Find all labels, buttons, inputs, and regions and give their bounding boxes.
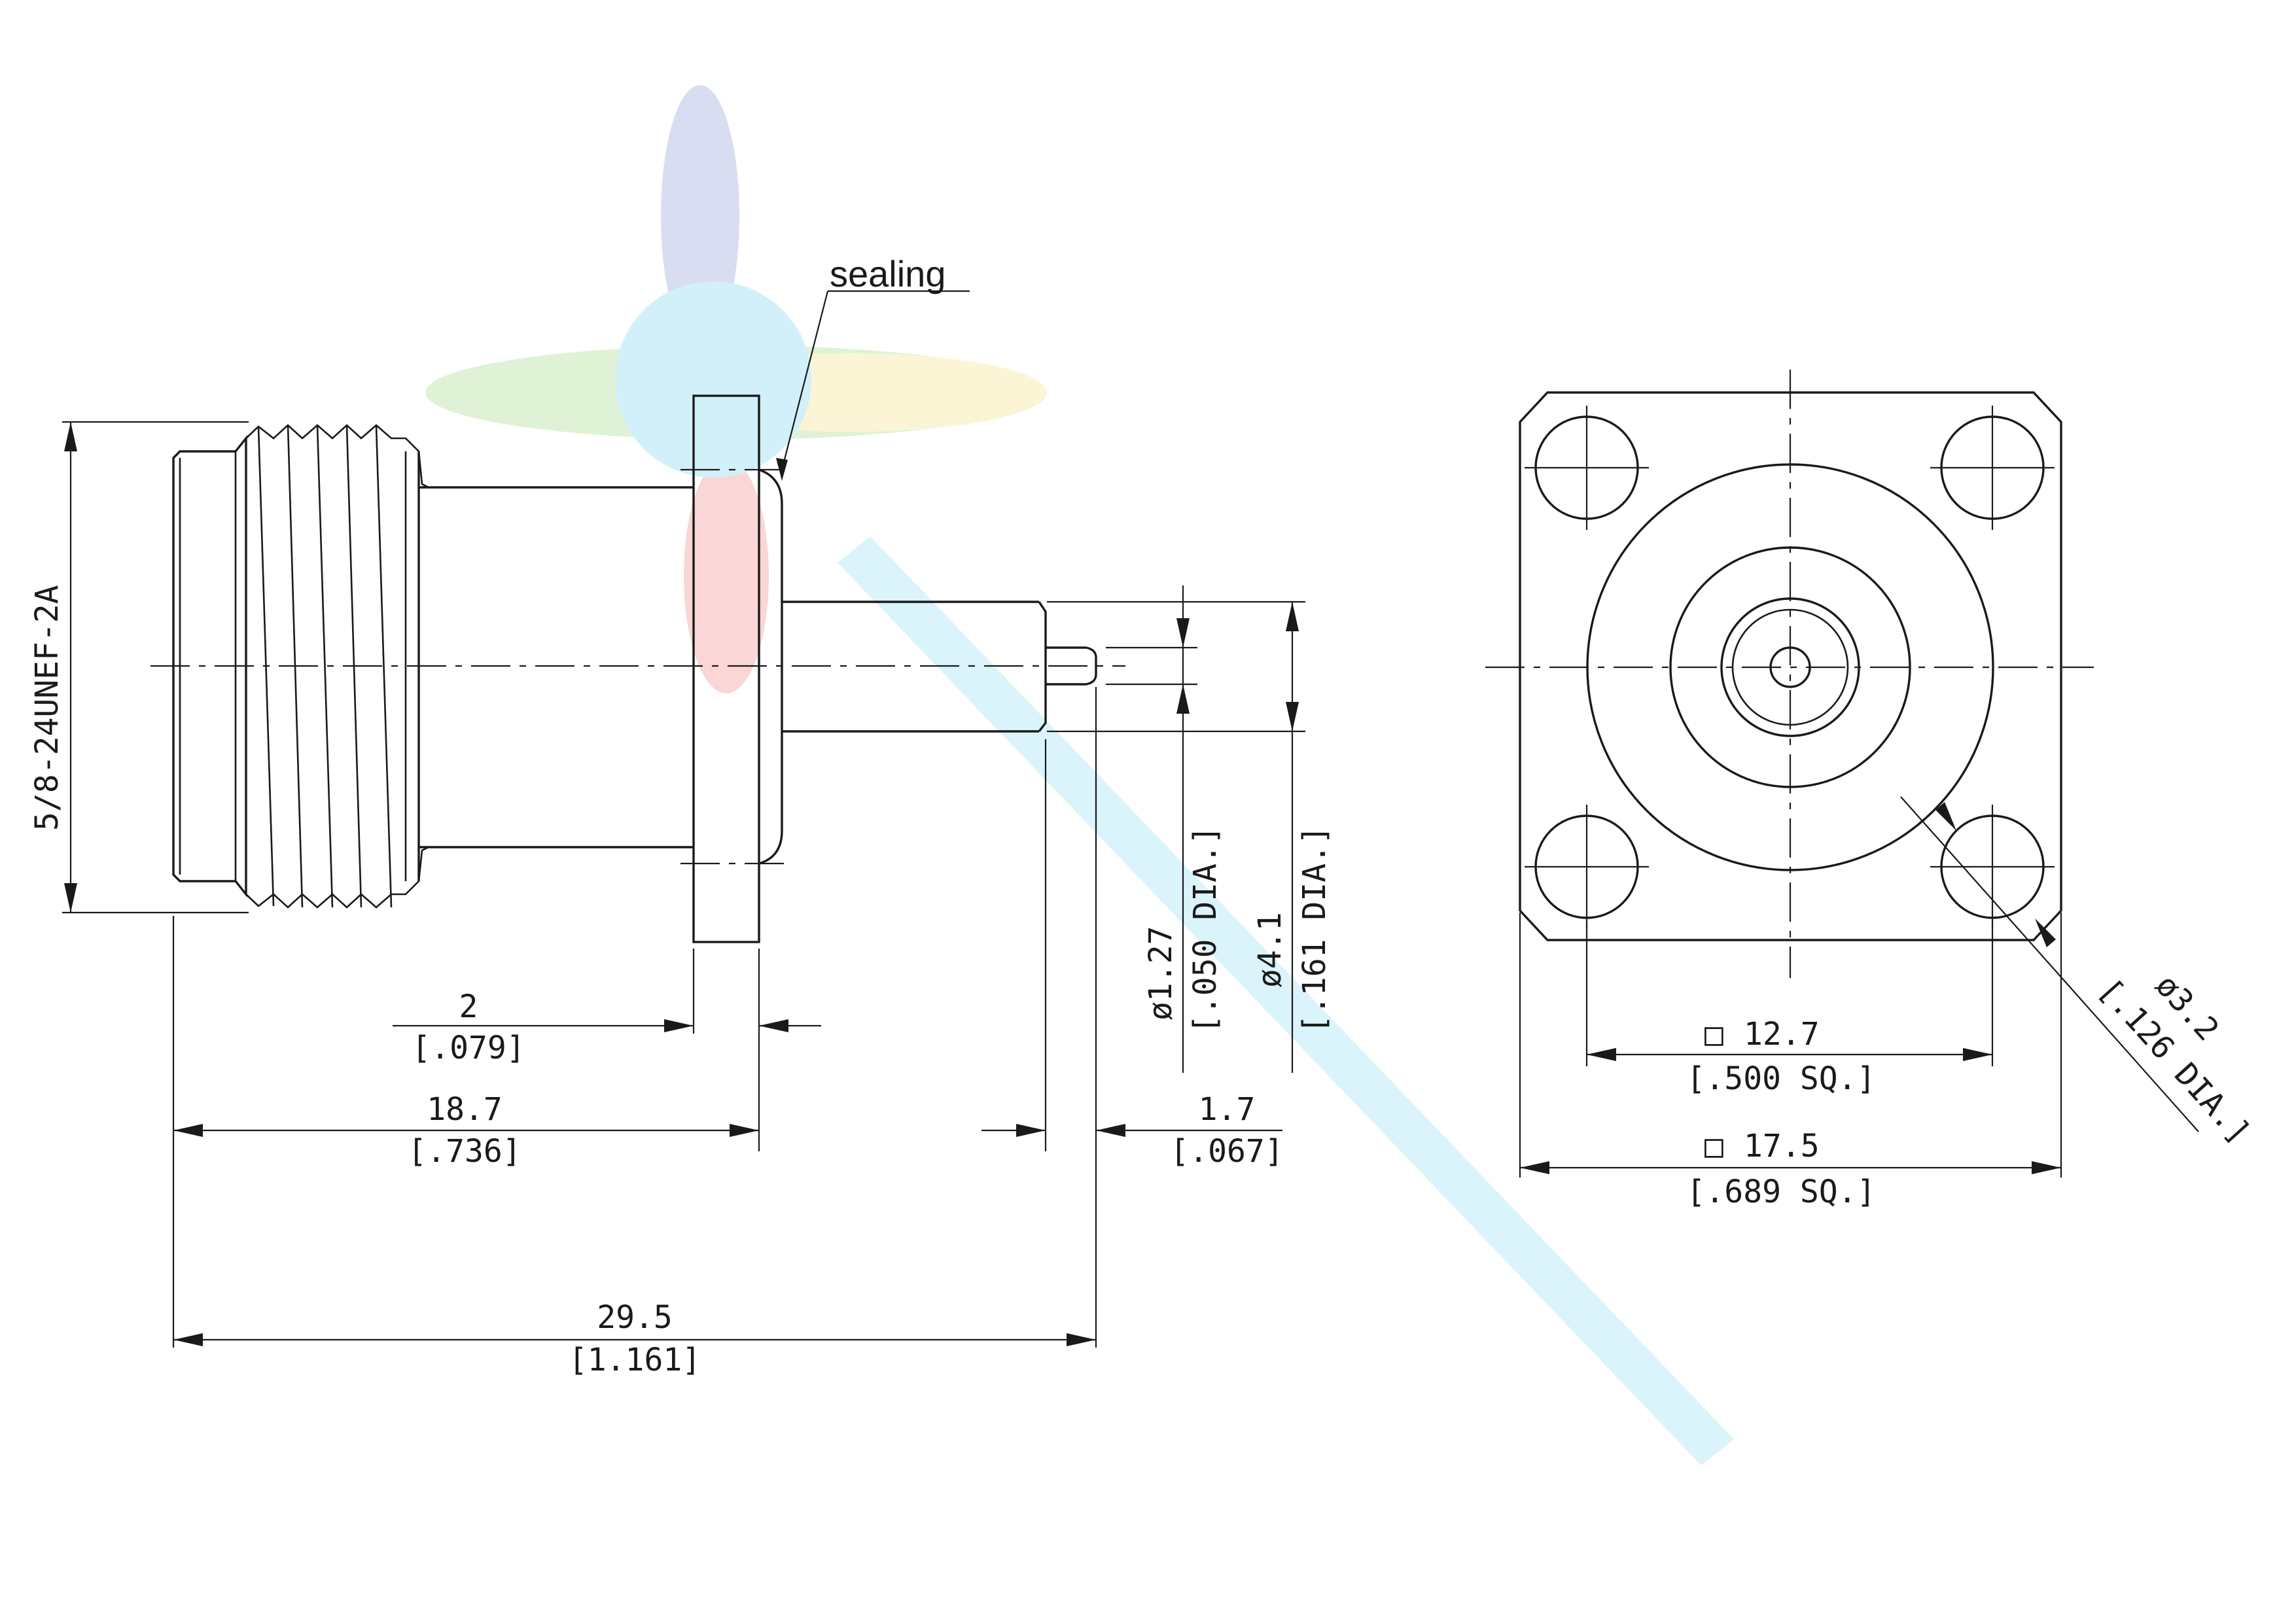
flange-thickness-mm: 2 xyxy=(459,988,478,1025)
hole-spacing-dimension: □ 12.7 [.500 SQ.] xyxy=(1587,1016,1992,1097)
thread-spec-label: 5/8-24UNEF-2A xyxy=(29,585,65,831)
flange-thickness-dimension: 2 [.079] xyxy=(393,988,821,1066)
insulator-diameter-mm: ø4.1 xyxy=(1252,912,1288,988)
socket-outer-circle xyxy=(1720,597,1860,737)
flange-size-inch: [.689 SQ.] xyxy=(1687,1174,1876,1210)
body-length-dimension: 18.7 [.736] xyxy=(173,1091,759,1170)
pin-sleeve xyxy=(782,601,1047,733)
flange-size-dimension: □ 17.5 [.689 SQ.] xyxy=(1520,1128,2061,1210)
body-outer-circle xyxy=(1586,463,1994,871)
connector-body xyxy=(419,486,694,848)
flange-outline xyxy=(1519,391,2062,941)
threaded-coupling xyxy=(172,424,429,909)
socket-inner-circle xyxy=(1731,608,1849,726)
overall-length-inch: [1.161] xyxy=(569,1342,701,1378)
mounting-hole-top-left xyxy=(1525,406,1649,530)
pin-length-inch: [.067] xyxy=(1170,1133,1283,1170)
mounting-hole-bottom-right xyxy=(1930,805,2055,929)
insulator-diameter-inch: [.161 DIA.] xyxy=(1296,826,1333,1034)
insulator-diameter-dimension: ø4.1 [.161 DIA.] xyxy=(1047,601,1333,1073)
mount-hole-diameter-dimension: ø3.2 [.126 DIA.] xyxy=(1900,796,2257,1151)
square-flange xyxy=(692,394,783,943)
sealing-callout: sealing xyxy=(776,253,970,481)
mounting-hole-top-right xyxy=(1930,406,2055,530)
pin-diameter-dimension: ø1.27 [.050 DIA.] xyxy=(1106,585,1224,1073)
pin-diameter-mm: ø1.27 xyxy=(1142,926,1179,1021)
side-view: sealing 5/8-24UNEF-2A 2 [.079] xyxy=(29,253,1333,1378)
extension-lines xyxy=(172,687,1097,1348)
r-logo-watermark-icon xyxy=(425,85,1734,1465)
pin-diameter-inch: [.050 DIA.] xyxy=(1187,826,1224,1034)
hole-spacing-inch: [.500 SQ.] xyxy=(1687,1060,1876,1097)
hole-spacing-symbol: □ xyxy=(1704,1016,1723,1053)
flange-thickness-inch: [.079] xyxy=(412,1030,525,1066)
mounting-hole-bottom-left xyxy=(1525,805,1649,929)
pin-length-dimension: 1.7 [.067] xyxy=(981,1091,1284,1170)
insulator-circle xyxy=(1669,546,1911,788)
overall-length-mm: 29.5 xyxy=(597,1299,673,1336)
sealing-label: sealing xyxy=(830,253,945,294)
body-length-mm: 18.7 xyxy=(427,1091,503,1128)
body-length-inch: [.736] xyxy=(408,1133,521,1170)
thread-dimension: 5/8-24UNEF-2A xyxy=(29,421,249,914)
flange-size-mm: 17.5 xyxy=(1744,1128,1820,1164)
overall-length-dimension: 29.5 [1.161] xyxy=(173,1299,1096,1378)
hole-spacing-mm: 12.7 xyxy=(1744,1016,1820,1053)
front-view: ø3.2 [.126 DIA.] □ 12.7 [.500 SQ.] □ 17.… xyxy=(1485,370,2257,1210)
center-contact-circle xyxy=(1769,646,1811,688)
contact-pin xyxy=(1046,646,1097,686)
flange-size-symbol: □ xyxy=(1704,1128,1723,1164)
pin-length-mm: 1.7 xyxy=(1199,1091,1256,1128)
